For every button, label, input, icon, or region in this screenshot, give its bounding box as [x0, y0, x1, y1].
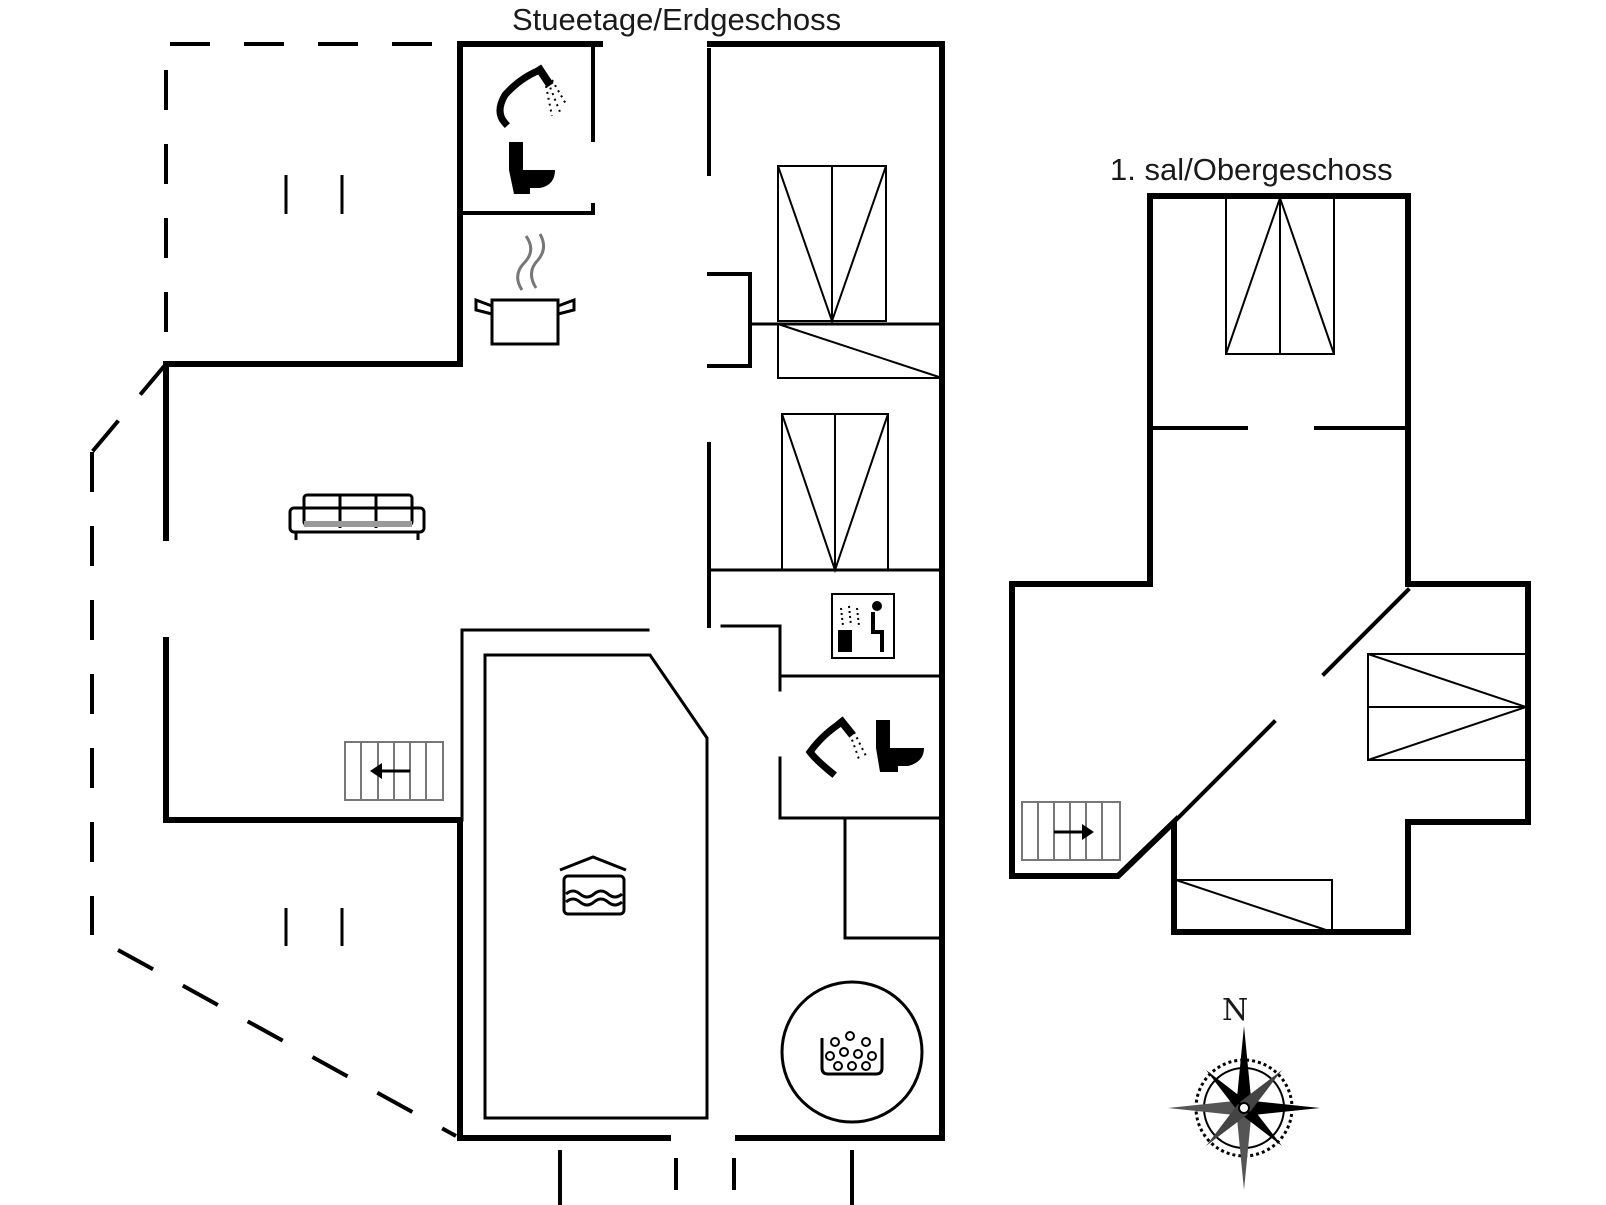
ground-floor-label: Stueetage/Erdgeschoss	[512, 2, 842, 37]
compass-rose-icon	[1168, 1026, 1320, 1190]
shower-icon	[805, 716, 867, 778]
bed-icon	[1175, 879, 1333, 933]
cooking-pot-icon	[474, 233, 576, 346]
upper-floor-walls	[1009, 193, 1531, 935]
bed-icon	[781, 413, 889, 574]
sauna-icon	[831, 593, 895, 659]
sofa-icon	[288, 493, 426, 540]
ground-floor	[90, 41, 945, 1205]
bed-icon	[1225, 194, 1335, 355]
toilet-icon	[509, 142, 555, 194]
bed-icon	[777, 165, 887, 325]
toilet-icon	[876, 720, 924, 772]
bed-icon	[1367, 653, 1530, 761]
terrace-dashed-outline	[90, 42, 462, 1138]
upper-floor	[1009, 193, 1531, 935]
whirlpool-icon	[780, 980, 924, 1124]
north-label: N	[1222, 993, 1249, 1028]
shower-icon	[496, 64, 567, 128]
stairs-icon	[1021, 801, 1121, 861]
upper-floor-label: 1. sal/Obergeschoss	[1110, 152, 1393, 187]
stairs-icon	[344, 741, 444, 801]
ground-floor-walls	[163, 41, 945, 1205]
swimming-pool-icon	[559, 855, 627, 916]
bed-icon	[777, 323, 943, 379]
